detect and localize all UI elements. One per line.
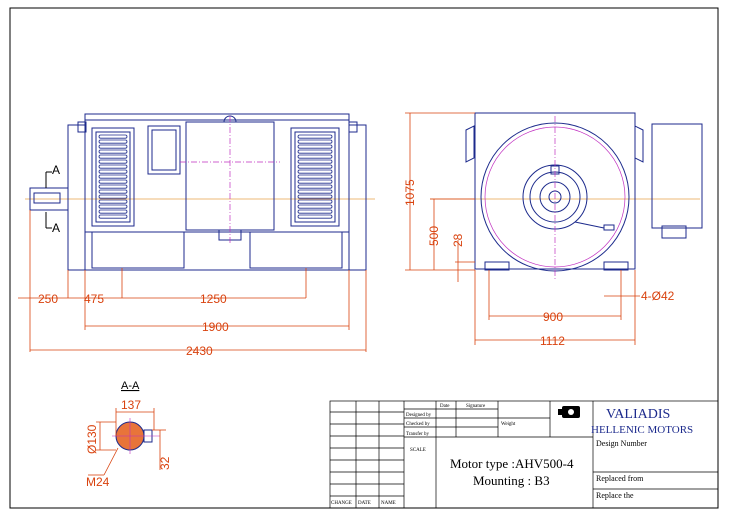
end-frame (474, 112, 636, 270)
end-view (430, 112, 703, 280)
mounting-type: Mounting : B3 (473, 473, 550, 488)
louver-slat (98, 184, 128, 189)
louver-slats-left (98, 134, 128, 219)
dim-base-width: 1112 (540, 334, 565, 348)
dim-frame-length: 1900 (202, 320, 229, 334)
end-terminal-box (651, 123, 703, 229)
louver-slat (98, 214, 128, 219)
section-marker-bottom: A (52, 221, 60, 235)
date-label: DATE (358, 501, 371, 506)
row-designed-by: Designed by (406, 413, 432, 418)
louver-slat (297, 174, 333, 179)
shaft (29, 187, 69, 211)
col-date: Date (440, 404, 450, 409)
terminal-box (147, 125, 181, 175)
louver-slat (98, 189, 128, 194)
dim-section-diameter: Ø130 (85, 424, 99, 454)
motor-type: Motor type :AHV500-4 (450, 456, 574, 471)
side-view (25, 113, 375, 271)
louver-slat (98, 194, 128, 199)
row-transfer-by: Transfer by (406, 432, 430, 437)
louver-slats-right (297, 134, 333, 219)
louver-slat (297, 209, 333, 214)
change-label: CHANGE (331, 501, 352, 506)
louver-slat (98, 144, 128, 149)
dim-foot-offset: 475 (84, 292, 104, 306)
louver-slat (297, 194, 333, 199)
louver-slat (98, 174, 128, 179)
louver-slat (98, 149, 128, 154)
louver-slat (98, 159, 128, 164)
louver-slat (98, 169, 128, 174)
louver-slat (297, 159, 333, 164)
company-subtitle: HELLENIC MOTORS (591, 424, 693, 436)
foot-left (91, 231, 185, 269)
company-logo (558, 406, 580, 418)
louver-panel-right (290, 127, 340, 227)
louver-slat (297, 139, 333, 144)
name-label: NAME (381, 501, 396, 506)
louver-slat (98, 199, 128, 204)
lifting-eye-right (634, 125, 644, 163)
dim-foot-width: 900 (543, 310, 563, 324)
dim-shaft-length: 250 (38, 292, 58, 306)
scale-label: SCALE (410, 448, 426, 453)
col-signature: Signature (466, 404, 486, 409)
replaced-from-label: Replaced from (596, 474, 644, 483)
louver-slat (297, 144, 333, 149)
design-number-label: Design Number (596, 439, 647, 448)
end-shield-right (348, 124, 367, 271)
end-shield-left (67, 124, 86, 271)
dim-mounting-holes: 4-Ø42 (641, 289, 675, 303)
motor-frame (84, 113, 350, 271)
section-a-a (88, 408, 166, 476)
dim-section-width: 137 (121, 398, 141, 412)
louver-slat (297, 169, 333, 174)
louver-slat (297, 149, 333, 154)
section-title: A-A (121, 380, 140, 392)
dim-overall-height: 1075 (403, 179, 417, 206)
dim-thread: M24 (86, 475, 110, 489)
side-dimension-lines (18, 210, 367, 352)
row-checked-by: Checked by (406, 422, 430, 427)
company-name: VALIADIS (606, 407, 670, 422)
louver-slat (297, 134, 333, 139)
louver-slat (98, 164, 128, 169)
title-block (329, 400, 719, 509)
lifting-eye-left (465, 125, 475, 163)
foot-right (249, 231, 343, 269)
louver-slat (297, 199, 333, 204)
louver-slat (297, 189, 333, 194)
weight-label: Weight (501, 422, 516, 427)
louver-slat (297, 179, 333, 184)
dim-foot-height: 28 (451, 233, 465, 247)
louver-slat (98, 204, 128, 209)
louver-slat (297, 164, 333, 169)
dim-total-length: 2430 (186, 344, 213, 358)
louver-slat (297, 154, 333, 159)
louver-slat (297, 184, 333, 189)
louver-slat (98, 154, 128, 159)
section-marker-top: A (52, 163, 60, 177)
louver-slat (98, 134, 128, 139)
dim-foot-spacing: 1250 (200, 292, 227, 306)
louver-slat (98, 209, 128, 214)
louver-slat (98, 139, 128, 144)
louver-slat (297, 204, 333, 209)
dim-shaft-height: 500 (427, 226, 441, 246)
louver-panel-left (91, 127, 135, 227)
replace-the-label: Replace the (596, 491, 634, 500)
dim-key-depth: 32 (158, 456, 172, 470)
louver-slat (297, 214, 333, 219)
louver-slat (98, 179, 128, 184)
end-dimension-lines (405, 112, 640, 345)
